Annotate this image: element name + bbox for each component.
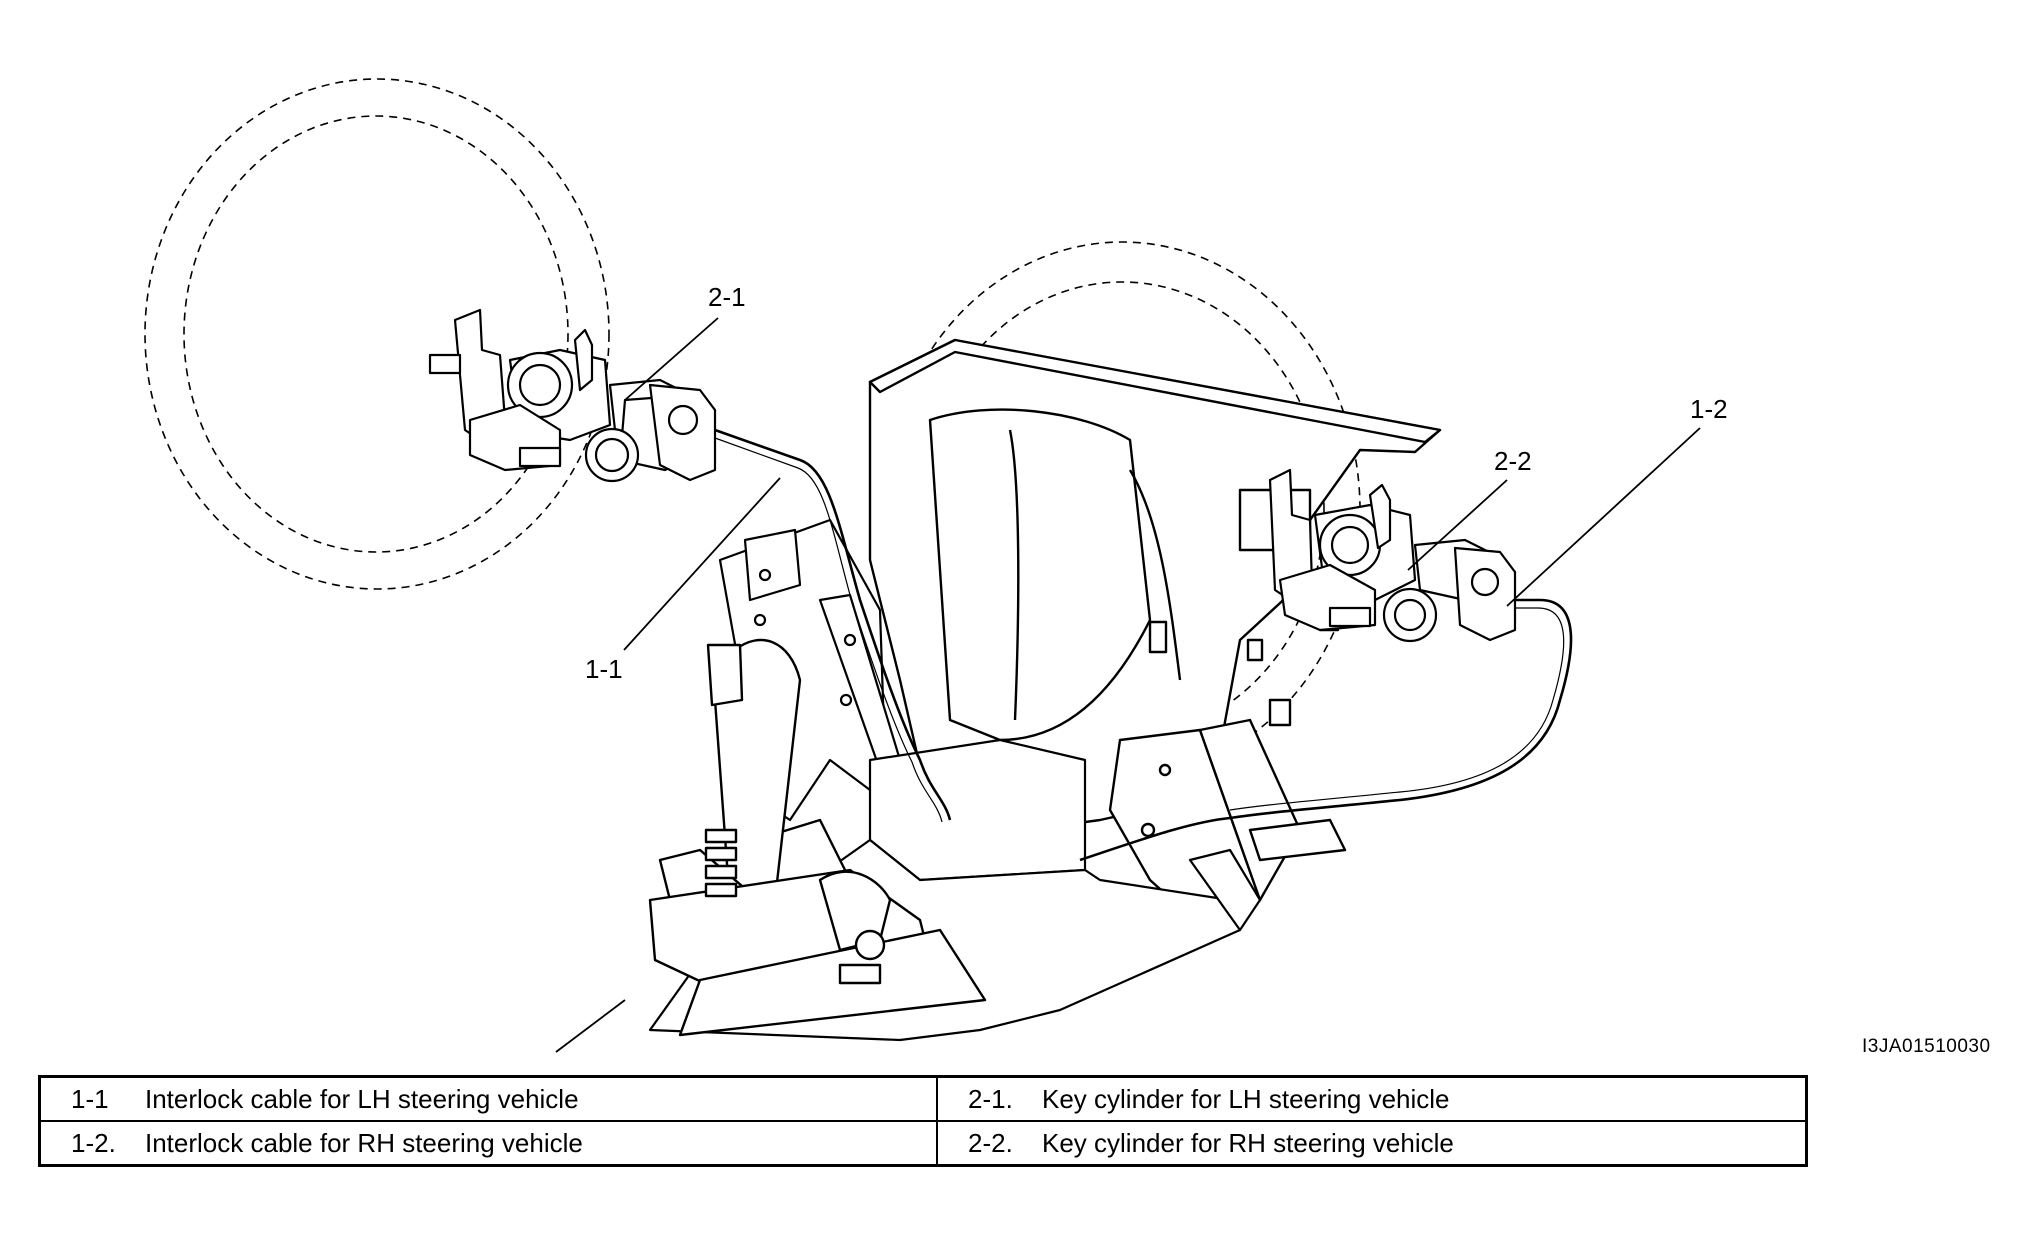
legend-text: Key cylinder for LH steering vehicle (1042, 1083, 1450, 1114)
lh-steering-wheel-outline (144, 78, 610, 590)
leader-lines (555, 317, 1701, 1053)
legend-table: 1-1 Interlock cable for LH steering vehic… (38, 1075, 1808, 1167)
legend-text: Interlock cable for LH steering vehicle (145, 1083, 579, 1114)
legend-cell: 2-1. Key cylinder for LH steering vehicle (936, 1075, 1808, 1122)
legend-text: Interlock cable for RH steering vehicle (145, 1127, 583, 1158)
legend-code: 2-2. (968, 1127, 1013, 1158)
callout-1-2: 1-2 (1690, 394, 1728, 424)
rh-key-cylinder (1268, 468, 1517, 643)
lh-key-cylinder (428, 308, 717, 483)
shift-lever (648, 638, 987, 1037)
legend-code: 2-1. (968, 1083, 1013, 1114)
callout-2-2: 2-2 (1494, 446, 1532, 476)
lh-interlock-cable-inner (714, 437, 943, 823)
legend-cell: 2-2. Key cylinder for RH steering vehicle (936, 1120, 1808, 1167)
lh-interlock-cable (714, 428, 952, 821)
legend-text: Key cylinder for RH steering vehicle (1042, 1127, 1454, 1158)
rh-interlock-cable-inner (1229, 607, 1565, 811)
legend-cell: 1-2. Interlock cable for RH steering vehi… (38, 1120, 938, 1167)
rh-interlock-cable (1079, 598, 1573, 862)
legend-row: 1-1 Interlock cable for LH steering vehic… (38, 1075, 1808, 1122)
legend-code: 1-1 (71, 1083, 109, 1114)
legend-row: 1-2. Interlock cable for RH steering vehi… (38, 1120, 1808, 1167)
callout-2-1: 2-1 (708, 282, 746, 312)
figure-id: I3JA01510030 (1862, 1036, 1991, 1057)
component-illustration: 2-1 1-2 2-2 1-1 (144, 78, 1728, 1053)
legend-code: 1-2. (71, 1127, 116, 1158)
callout-1-1: 1-1 (585, 654, 623, 684)
legend-cell: 1-1 Interlock cable for LH steering vehic… (38, 1075, 938, 1122)
